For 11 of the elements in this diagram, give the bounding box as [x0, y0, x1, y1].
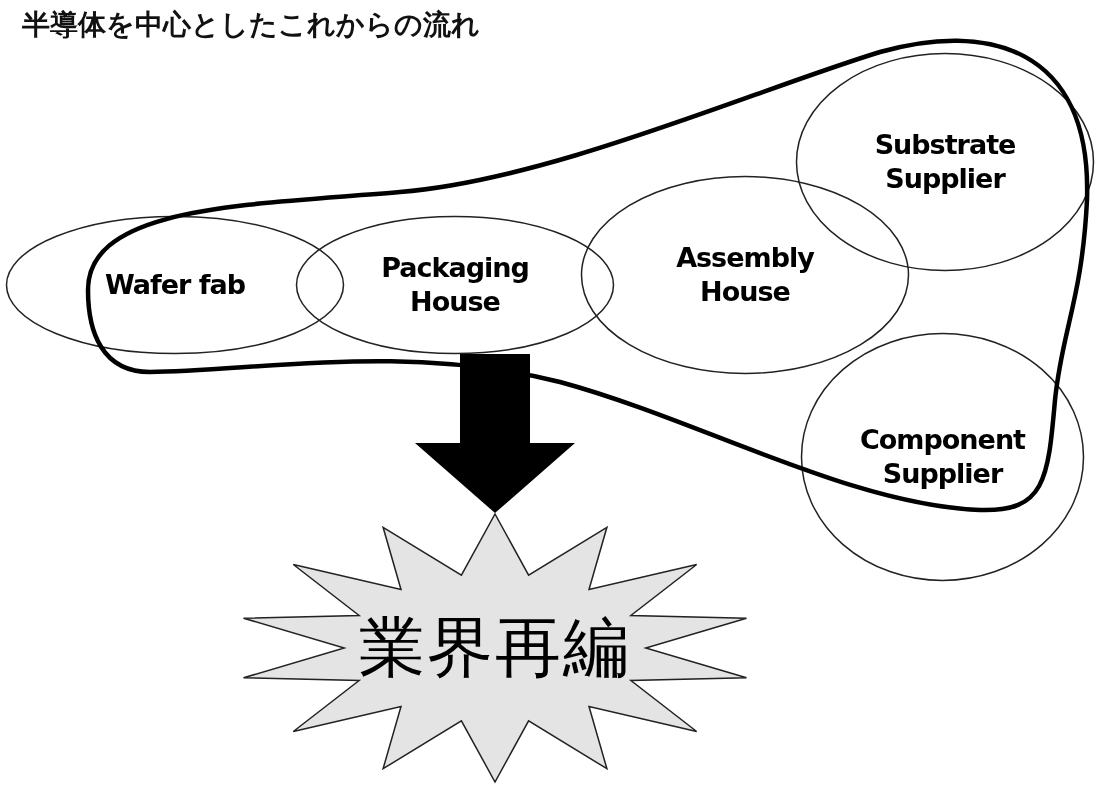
block-arrow: [415, 354, 575, 513]
node-label: 業界再編: [358, 611, 632, 685]
node-label: Substrate Supplier: [873, 128, 1017, 196]
node-label: Packaging House: [380, 251, 530, 319]
ellipse-node: [5, 215, 345, 355]
node-label: Assembly House: [675, 241, 816, 309]
node-label: Wafer fab: [103, 268, 247, 302]
ellipse-node: [800, 332, 1085, 582]
title: 半導体を中心としたこれからの流れ: [22, 7, 480, 43]
node-label: Component Supplier: [858, 423, 1027, 491]
ellipse-node: [295, 215, 615, 355]
